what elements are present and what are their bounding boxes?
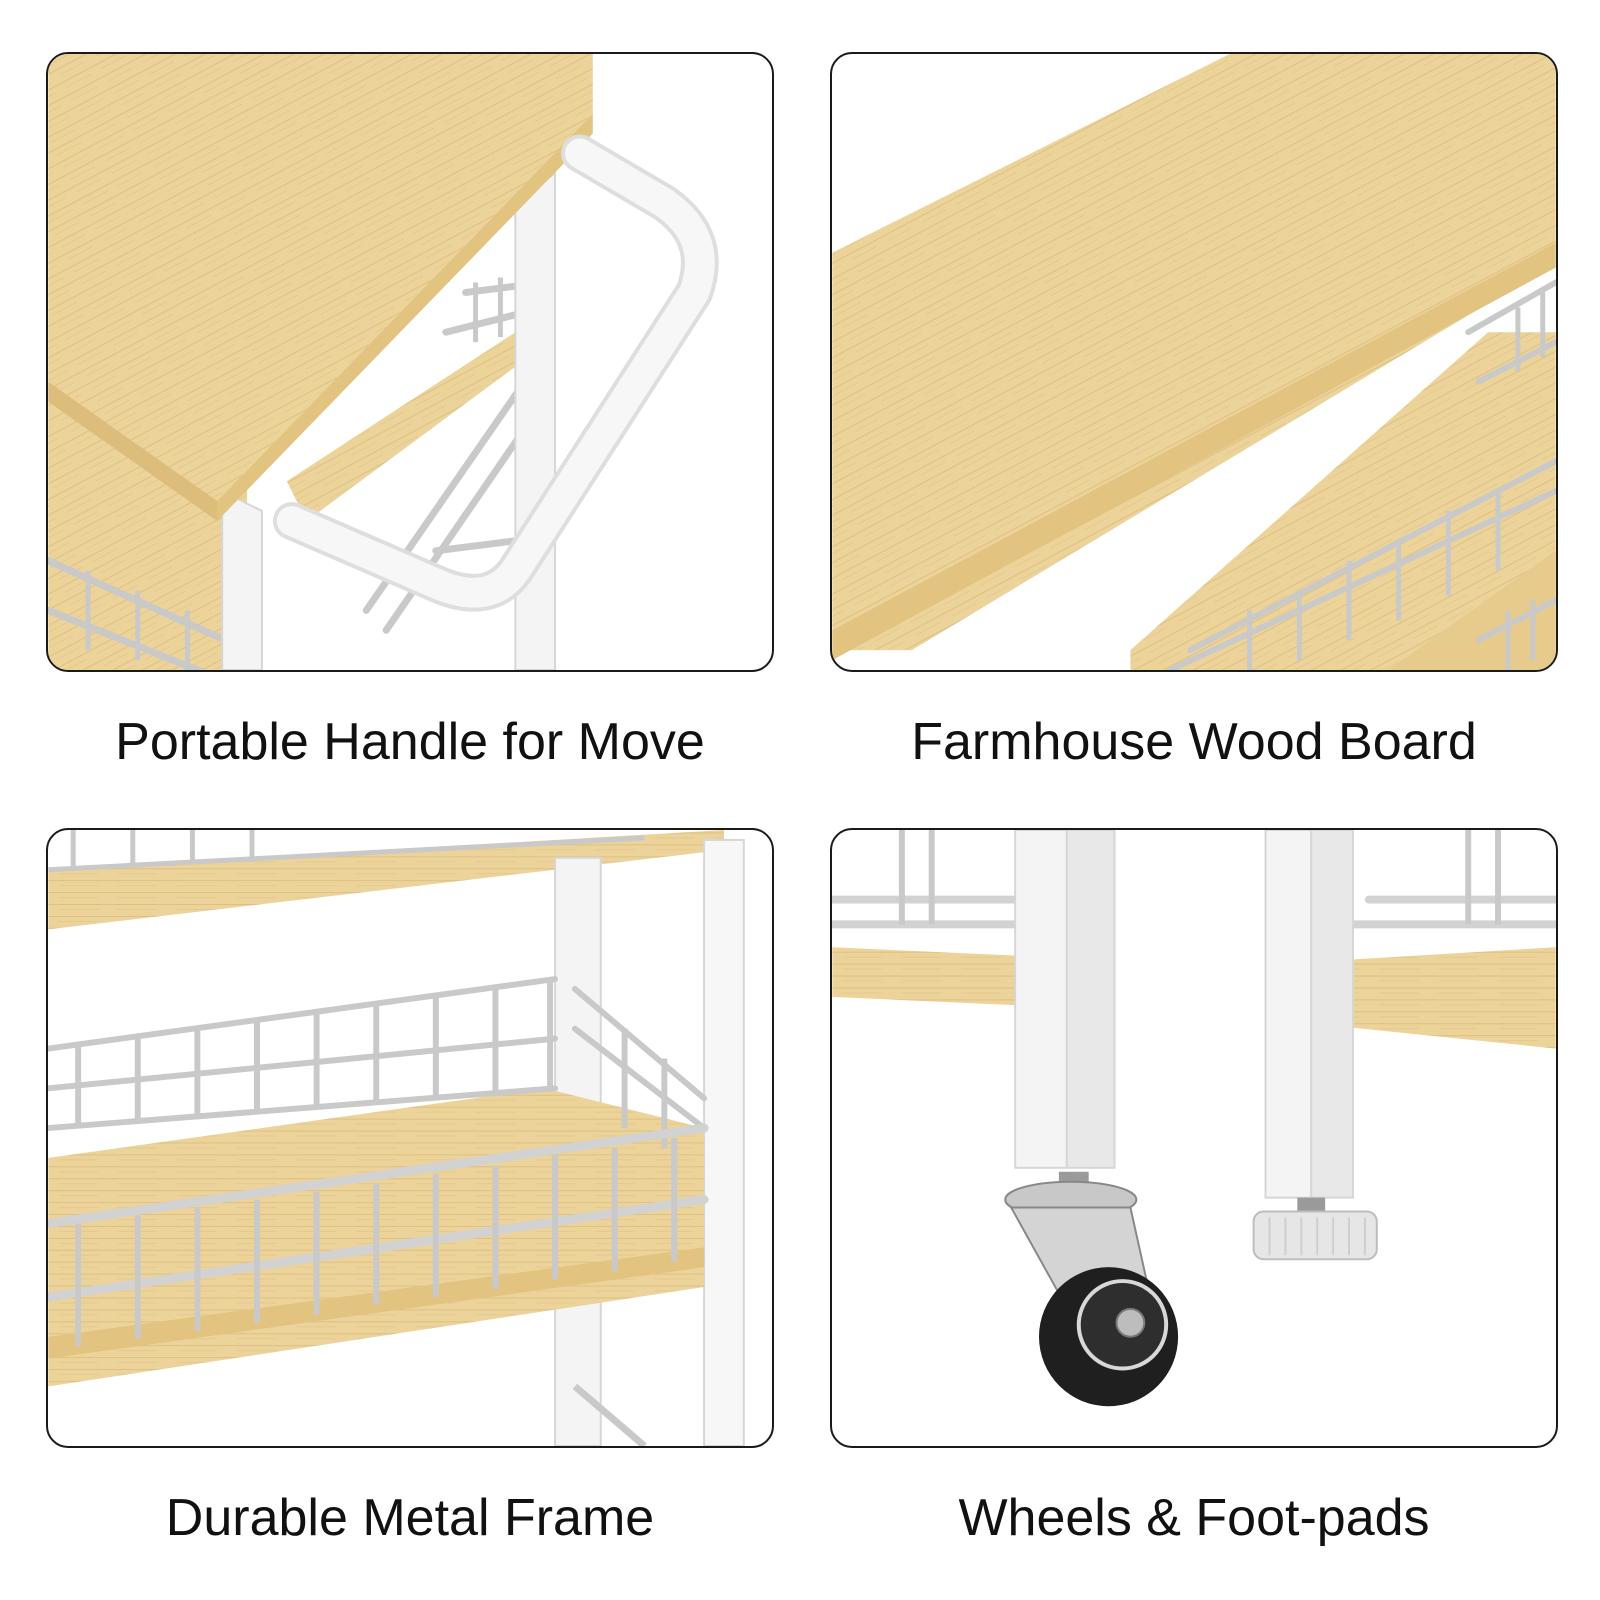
metal-basket-illustration xyxy=(48,830,745,1446)
caption-metal-frame: Durable Metal Frame xyxy=(165,1489,655,1547)
caster-footpad-illustration xyxy=(832,830,1556,1407)
handle-illustration xyxy=(48,54,719,670)
feature-panel-wood-board xyxy=(830,52,1558,672)
wood-board-illustration xyxy=(832,54,1556,670)
feature-panel-handle xyxy=(46,52,774,672)
feature-panel-wheels-footpads xyxy=(830,828,1558,1448)
caption-wood-board: Farmhouse Wood Board xyxy=(911,713,1477,771)
caption-portable-handle: Portable Handle for Move xyxy=(115,713,705,771)
caption-wheels-footpads: Wheels & Foot-pads xyxy=(958,1489,1430,1547)
feature-panel-metal-frame xyxy=(46,828,774,1448)
